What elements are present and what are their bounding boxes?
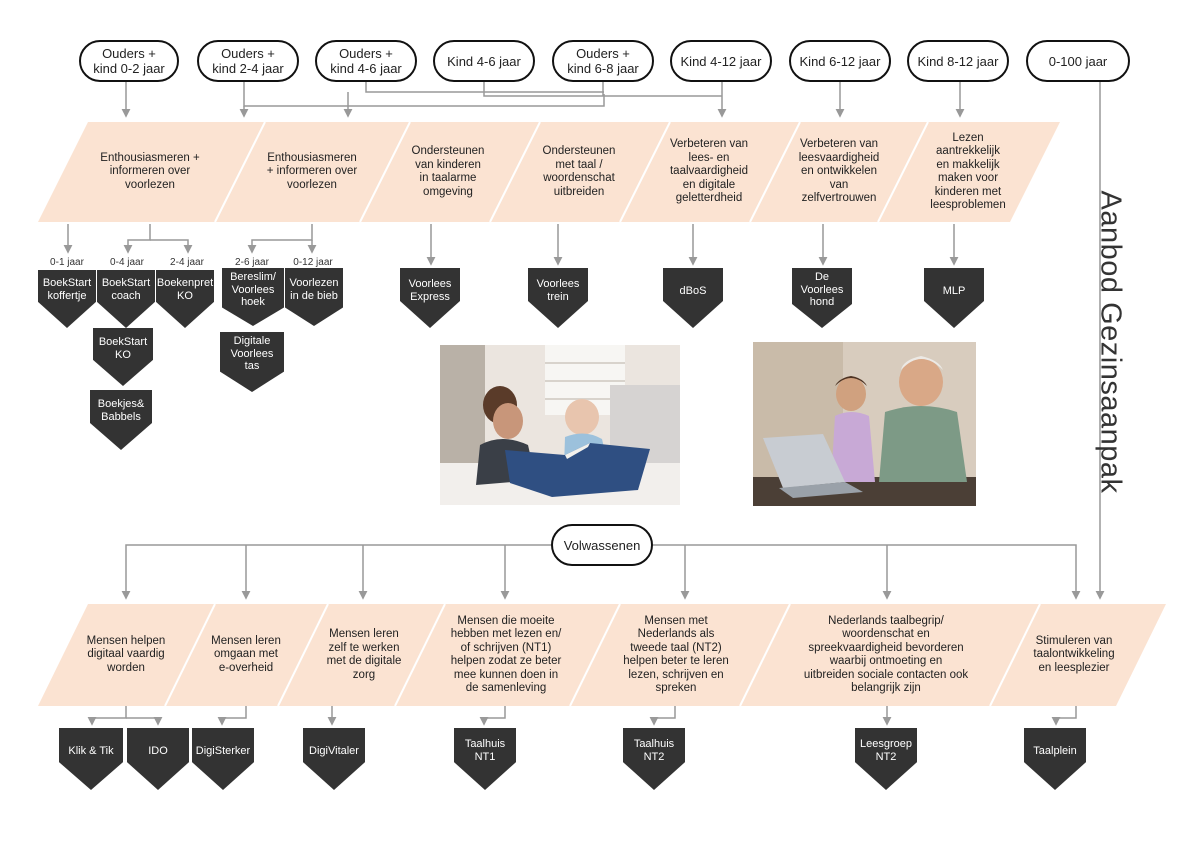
connector: [126, 545, 551, 598]
audience-ouders-kind-2-4: Ouders + kind 2-4 jaar: [197, 40, 299, 82]
goal-taalarme-omgeving: Ondersteunen van kinderen in taalarme om…: [388, 126, 508, 218]
connector: [366, 82, 604, 92]
age-label-0-12: 0-12 jaar: [290, 257, 336, 268]
age-label-0-1: 0-1 jaar: [44, 257, 90, 268]
audience-ouders-kind-0-2: Ouders + kind 0-2 jaar: [79, 40, 179, 82]
goal-e-overheid: Mensen leren omgaan met e-overheid: [190, 608, 302, 702]
age-label-0-4: 0-4 jaar: [104, 257, 150, 268]
goal-nt1: Mensen die moeite hebben met lezen en/ o…: [428, 608, 584, 702]
connector: [128, 224, 150, 252]
side-title: Aanbod Gezinsaanpak: [1094, 191, 1127, 494]
audience-volwassenen: Volwassenen: [551, 524, 653, 566]
connector: [150, 240, 188, 252]
goal-nt2: Mensen met Nederlands als tweede taal (N…: [598, 608, 754, 702]
goal-taalontwikkeling: Stimuleren van taalontwikkeling en leesp…: [1018, 608, 1130, 702]
audience-kind-8-12: Kind 8-12 jaar: [907, 40, 1009, 82]
audience-kind-6-12: Kind 6-12 jaar: [789, 40, 891, 82]
connector: [222, 706, 246, 724]
goal-enthousiasmeren-1: Enthousiasmeren + informeren over voorle…: [70, 126, 230, 218]
goal-enthousiasmeren-2: Enthousiasmeren + informeren over voorle…: [238, 126, 386, 218]
connector: [126, 718, 158, 724]
connector: [654, 706, 675, 724]
goal-digitaal-vaardig: Mensen helpen digitaal vaardig worden: [70, 608, 182, 702]
photo-grandfather-girl-laptop: [753, 342, 976, 506]
connector: [653, 545, 1076, 598]
connector: [484, 706, 505, 724]
goal-digitale-zorg: Mensen leren zelf te werken met de digit…: [306, 608, 422, 702]
age-label-2-4: 2-4 jaar: [164, 257, 210, 268]
goal-woordenschat: Ondersteunen met taal / woordenschat uit…: [518, 126, 640, 218]
age-label-2-6: 2-6 jaar: [229, 257, 275, 268]
goal-taalvaardigheid: Verbeteren van lees- en taalvaardigheid …: [648, 126, 770, 218]
connector: [1056, 706, 1076, 724]
photo-mother-reading-to-baby: [440, 345, 680, 505]
goal-taalbegrip: Nederlands taalbegrip/ woordenschat en s…: [788, 608, 984, 702]
goal-leesvaardigheid: Verbeteren van leesvaardigheid en ontwik…: [776, 126, 902, 218]
connector: [92, 706, 126, 724]
goal-leesproblemen: Lezen aantrekkelijk en makkelijk maken v…: [906, 126, 1030, 218]
connector: [244, 82, 604, 106]
audience-ouders-kind-6-8: Ouders + kind 6-8 jaar: [552, 40, 654, 82]
audience-0-100: 0-100 jaar: [1026, 40, 1130, 82]
audience-kind-4-12: Kind 4-12 jaar: [670, 40, 772, 82]
audience-ouders-kind-4-6: Ouders + kind 4-6 jaar: [315, 40, 417, 82]
connector: [252, 224, 312, 252]
audience-kind-4-6: Kind 4-6 jaar: [433, 40, 535, 82]
